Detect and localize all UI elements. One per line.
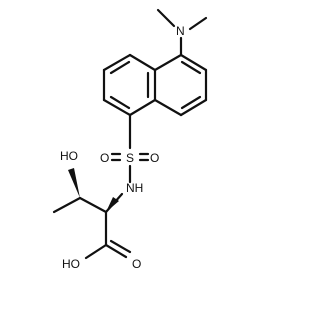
atom-label-acid-oh: HO	[62, 257, 80, 271]
atom-label-oxygen-left: O	[100, 151, 109, 165]
atom-label-amide-nh: NH	[126, 181, 143, 195]
atom-label-sulfur: S	[126, 151, 134, 165]
ring-upper-bond-4	[153, 98, 183, 117]
atom-label-n-dimethyl: N	[176, 24, 185, 38]
bond-beta-methyl	[52, 196, 82, 214]
ring-left-bond-4	[102, 98, 132, 117]
ring-left-double-1	[109, 60, 131, 75]
atom-label-hydroxyl: HO	[60, 149, 78, 163]
bond-carboxyl-oh	[84, 243, 108, 260]
ring-left-bond-1	[128, 53, 157, 72]
bond-alpha-beta	[78, 196, 108, 214]
bond-carbonyl-a	[104, 243, 128, 259]
bond-carbonyl-b	[109, 239, 132, 254]
atom-label-carbonyl-o: O	[132, 257, 141, 271]
ring-left-bond-2	[102, 53, 132, 72]
ring-left-bond-5	[128, 98, 157, 117]
ring-upper-double-2	[180, 95, 202, 110]
hash-wedge-alpha-nh	[106, 197, 119, 212]
ring-upper-bond-1	[179, 53, 208, 72]
ring-upper-bond-3	[179, 98, 208, 117]
ring-left-double-2	[109, 95, 131, 110]
structure-canvas: N S O O NH HO HO O	[52, 8, 208, 271]
bond-methyl-top-left	[156, 8, 176, 28]
bond-methyl-right	[188, 16, 208, 31]
ring-upper-double-1	[180, 60, 202, 75]
wedge-beta-hydroxyl	[68, 168, 80, 198]
ring-upper-bond-6	[153, 53, 183, 72]
dansyl-threonine-structure: N S O O NH HO HO O	[52, 8, 208, 271]
atom-label-oxygen-right: O	[150, 151, 159, 165]
